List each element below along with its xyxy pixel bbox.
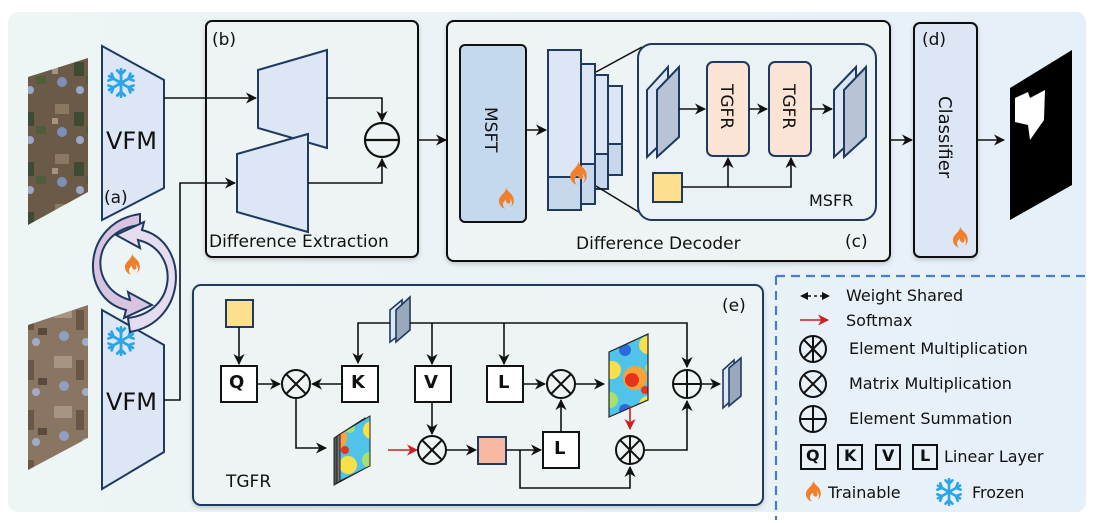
prompt-token: [225, 299, 254, 328]
tgfr-label-2: TGFR: [778, 84, 798, 130]
linear-l-box-1: [486, 365, 524, 403]
difference-extraction-label: Difference Extraction: [209, 232, 389, 252]
input-image-t1: [28, 58, 88, 225]
tgfr-label-1: TGFR: [716, 84, 736, 130]
multi-scale-feature-stack: [547, 49, 623, 211]
panel-c-tag: (c): [845, 232, 868, 252]
panel-d-tag: (d): [922, 30, 947, 50]
input-image-t2: [28, 305, 88, 470]
linear-k-label: K: [351, 372, 365, 393]
linear-l-label-1: L: [498, 372, 510, 393]
legend-q-box: [800, 444, 826, 470]
legend-weight-shared: Weight Shared: [846, 286, 964, 305]
linear-l-label-2: L: [554, 438, 566, 459]
panel-a: [28, 44, 177, 491]
linear-v-label: V: [424, 372, 438, 393]
legend-trainable: Trainable: [828, 483, 901, 502]
legend-l-label: L: [920, 446, 931, 465]
difference-decoder-label: Difference Decoder: [576, 234, 741, 254]
refined-token: [477, 436, 507, 465]
matrix-multiplication-symbol: [799, 370, 827, 398]
legend-softmax: Softmax: [846, 311, 913, 330]
legend-v-box: [875, 444, 901, 470]
attention-map-stack: [333, 415, 371, 486]
linear-q-label: Q: [229, 372, 245, 393]
panel-a-tag: (a): [104, 188, 128, 208]
legend-k-label: K: [844, 446, 857, 465]
classifier-label: Classifier: [934, 96, 955, 179]
linear-q-box: [220, 365, 258, 403]
linear-v-box: [414, 365, 452, 403]
prompt-token: [652, 172, 683, 203]
panel-e-tag: (e): [722, 296, 746, 316]
panel-b-tag: (b): [212, 30, 237, 50]
guidance-map: [608, 333, 649, 418]
element-multiplication-symbol: [799, 335, 827, 363]
msfr-label: MSFR: [809, 191, 854, 210]
weight-shared-cycle-icon: [92, 212, 177, 334]
legend: [774, 274, 1086, 520]
legend-frozen: Frozen: [972, 483, 1025, 502]
legend-matrix-multiplication: Matrix Multiplication: [849, 374, 1012, 393]
panel-b: [205, 20, 419, 258]
element-summation-operator: [672, 369, 702, 399]
legend-linear-layer: Linear Layer: [944, 447, 1044, 466]
tgfr-output-feature: [722, 356, 742, 410]
panel-e: [192, 284, 764, 506]
tgfr-detail-label: TGFR: [226, 472, 272, 492]
legend-l-box: [912, 444, 938, 470]
legend-q-label: Q: [806, 446, 820, 465]
msfr-output-feature: [833, 64, 867, 160]
vfm-label-bottom: VFM: [106, 388, 157, 416]
msfr-input-feature: [646, 64, 680, 160]
msft-label: MSFT: [480, 107, 500, 153]
weight-shared-symbol: [800, 292, 830, 300]
output-change-map: [1010, 50, 1072, 220]
extraction-branch-1: [257, 48, 328, 150]
legend-element-summation: Element Summation: [849, 409, 1013, 428]
legend-k-box: [837, 444, 863, 470]
linear-l-box-2: [542, 431, 580, 469]
legend-element-multiplication: Element Multiplication: [849, 339, 1028, 358]
element-multiplication-operator: [615, 435, 645, 465]
extraction-branch-2: [236, 132, 309, 234]
msft-block: [459, 44, 527, 223]
vfm-encoder-top: [101, 44, 165, 222]
panel-c: [446, 20, 891, 262]
tgfr-input-feature: [389, 295, 411, 344]
vfm-label-top: VFM: [106, 127, 157, 155]
element-summation-symbol: [799, 405, 827, 433]
linear-k-box: [341, 365, 379, 403]
legend-v-label: V: [882, 446, 895, 465]
msfr-box: [637, 43, 877, 221]
